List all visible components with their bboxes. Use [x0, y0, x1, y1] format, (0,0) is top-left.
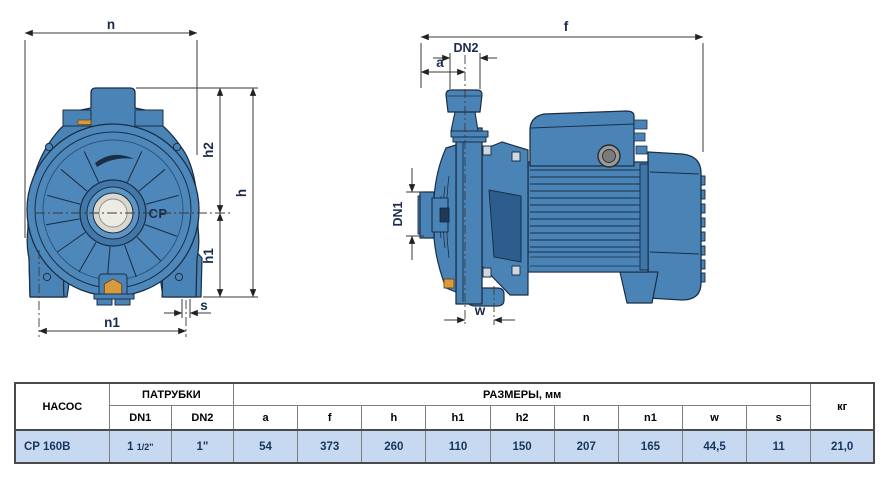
front-orange-fitting [77, 119, 92, 125]
subheader-dn2: DN2 [170, 405, 234, 431]
cell-kg: 21,0 [810, 429, 875, 464]
cable-gland-center [602, 149, 616, 163]
discharge-neck [450, 111, 479, 132]
dim-label-n: n [107, 17, 115, 32]
casing-plate [455, 127, 483, 305]
suction-detail [439, 207, 450, 223]
dim-label-h1: h1 [201, 248, 216, 264]
cell-h: 260 [361, 429, 427, 464]
cell-h1: 110 [425, 429, 491, 464]
fan-cover [647, 151, 702, 301]
cell-h2: 150 [489, 429, 555, 464]
dim-label-h: h [234, 189, 249, 197]
cell-pump-model: CP 160B [14, 429, 110, 464]
subheader-f: f [297, 405, 363, 431]
cell-n: 207 [553, 429, 619, 464]
table-data-row: CP 160B 1 1/2" 1" 54 373 260 110 150 207… [14, 429, 875, 464]
subheader-a: a [232, 405, 299, 431]
dim-label-dn1: DN1 [391, 201, 405, 226]
technical-drawing: CP [24, 17, 706, 337]
subheader-h2: h2 [489, 405, 555, 431]
side-view-dimensions [406, 33, 704, 325]
subheader-n: n [553, 405, 619, 431]
front-view-drawing: CP [26, 87, 203, 306]
front-crescent-detail [95, 154, 134, 167]
header-weight: кг [810, 382, 875, 431]
header-dimensions: РАЗМЕРЫ, мм [232, 382, 812, 406]
pump-drawings-svg: CP [24, 17, 706, 337]
subheader-s: s [746, 405, 812, 431]
cp-logo-text: CP [148, 206, 167, 221]
motor-foot [619, 271, 659, 304]
dim-label-n1: n1 [104, 315, 120, 330]
front-lug-hole [172, 142, 182, 152]
dim-label-s: s [200, 298, 208, 313]
front-lug-hole [44, 142, 54, 152]
header-ports: ПАТРУБКИ [108, 382, 234, 406]
dim-label-h2: h2 [201, 142, 216, 158]
motor-fins [530, 169, 646, 248]
cell-f: 373 [297, 429, 363, 464]
front-base-pad [93, 293, 135, 300]
front-base-pad [114, 298, 131, 306]
cell-w: 44,5 [681, 429, 748, 464]
subheader-h: h [361, 405, 427, 431]
terminal-box-connectors [633, 119, 648, 155]
front-lug-hole [174, 272, 184, 282]
table-header-row-2: DN1 DN2 a f h h1 h2 n n1 w s [15, 405, 874, 431]
front-base-pad [96, 298, 113, 306]
cell-a: 54 [232, 429, 299, 464]
front-casing-ribs [45, 151, 179, 281]
dim-label-w: w [474, 303, 486, 318]
front-right-boss [134, 109, 164, 127]
cell-dn1: 1 1/2" [108, 429, 172, 464]
fan-cover-louvers [698, 175, 706, 283]
subheader-n1: n1 [617, 405, 683, 431]
dim-label-f: f [564, 19, 569, 34]
subheader-dn1: DN1 [108, 405, 172, 431]
subheader-w: w [681, 405, 748, 431]
neck-flange [450, 130, 489, 138]
table-header-row-1: НАСОС ПАТРУБКИ РАЗМЕРЫ, мм кг [14, 382, 875, 431]
motor-end-ring [639, 163, 649, 271]
cell-s: 11 [746, 429, 812, 464]
cell-dn2: 1" [170, 429, 234, 464]
spec-table-wrap: НАСОС ПАТРУБКИ РАЗМЕРЫ, мм кг DN1 DN2 a … [14, 382, 875, 464]
motor-lower-band [527, 251, 649, 273]
bracket-recess [488, 189, 522, 263]
neck-flange [452, 136, 487, 143]
dim-label-dn2: DN2 [453, 41, 478, 55]
dimensions-table: НАСОС ПАТРУБКИ РАЗМЕРЫ, мм кг DN1 DN2 a … [14, 382, 875, 464]
side-view-drawing [417, 89, 706, 307]
front-view-dimensions [24, 29, 258, 337]
bracket-bolts [482, 145, 521, 278]
side-drain-plug [443, 278, 455, 289]
discharge-port [445, 89, 483, 113]
header-pump: НАСОС [14, 382, 110, 431]
dim-label-a: a [436, 55, 444, 70]
front-lug-hole [42, 272, 52, 282]
subheader-h1: h1 [425, 405, 491, 431]
cell-n1: 165 [617, 429, 683, 464]
